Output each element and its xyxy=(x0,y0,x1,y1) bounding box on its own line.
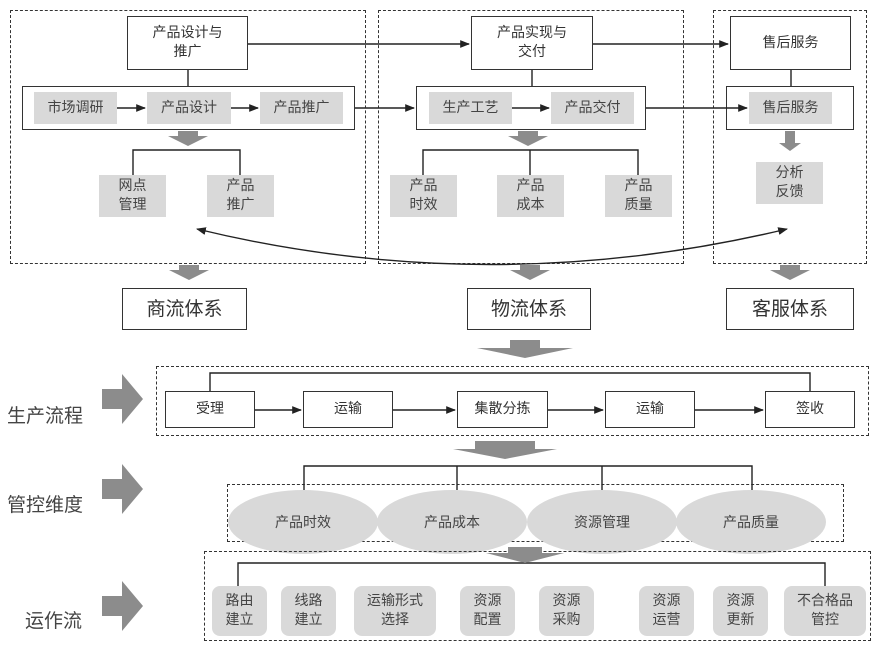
side-arrow-operation xyxy=(102,581,143,631)
row-label-production: 生产流程 xyxy=(7,405,84,427)
op-resource-procurement[interactable]: 资源 采购 xyxy=(539,586,594,636)
block-arrow-to-service-system xyxy=(770,265,810,280)
op-resource-operation[interactable]: 资源 运营 xyxy=(639,586,694,636)
block-arrow-to-logistics-system xyxy=(510,265,550,280)
output-product-promotion[interactable]: 产品 推广 xyxy=(207,175,274,217)
production-group xyxy=(156,366,869,436)
side-arrow-control xyxy=(102,464,143,514)
output-outlet-management[interactable]: 网点 管理 xyxy=(99,175,166,217)
side-arrow-production xyxy=(102,374,143,424)
production-step-sorting[interactable]: 集散分拣 xyxy=(457,391,548,428)
production-step-sign[interactable]: 签收 xyxy=(765,391,855,428)
step-production-process[interactable]: 生产工艺 xyxy=(429,92,512,124)
op-transport-mode[interactable]: 运输形式 选择 xyxy=(354,586,436,636)
dimension-quality[interactable]: 产品质量 xyxy=(676,490,826,554)
dimension-timeliness[interactable]: 产品时效 xyxy=(228,490,378,554)
output-product-timeliness[interactable]: 产品 时效 xyxy=(390,175,457,217)
production-step-transport-1[interactable]: 运输 xyxy=(303,391,393,428)
system-logistics[interactable]: 物流体系 xyxy=(467,288,591,330)
step-product-promotion[interactable]: 产品推广 xyxy=(260,92,343,124)
row-label-control: 管控维度 xyxy=(7,494,84,516)
block-arrow-to-production xyxy=(477,340,573,358)
step-product-delivery[interactable]: 产品交付 xyxy=(551,92,634,124)
output-analysis-feedback[interactable]: 分析 反馈 xyxy=(756,162,823,204)
commerce-group xyxy=(10,10,366,264)
step-market-research[interactable]: 市场调研 xyxy=(34,92,117,124)
block-arrow-to-commerce-system xyxy=(169,265,209,280)
step-after-sales[interactable]: 售后服务 xyxy=(749,92,832,124)
op-nonconforming-control[interactable]: 不合格品 管控 xyxy=(784,586,866,636)
op-line-setup[interactable]: 线路 建立 xyxy=(281,586,336,636)
production-step-accept[interactable]: 受理 xyxy=(165,391,255,428)
output-product-cost[interactable]: 产品 成本 xyxy=(497,175,564,217)
service-title-box[interactable]: 售后服务 xyxy=(730,16,851,70)
step-product-design[interactable]: 产品设计 xyxy=(147,92,231,124)
dimension-resource-management[interactable]: 资源管理 xyxy=(527,490,677,554)
production-step-transport-2[interactable]: 运输 xyxy=(605,391,695,428)
dimension-cost[interactable]: 产品成本 xyxy=(377,490,527,554)
service-group xyxy=(713,10,867,264)
op-resource-update[interactable]: 资源 更新 xyxy=(713,586,768,636)
commerce-title-box[interactable]: 产品设计与 推广 xyxy=(127,16,248,70)
system-service[interactable]: 客服体系 xyxy=(726,288,854,330)
output-product-quality[interactable]: 产品 质量 xyxy=(605,175,672,217)
system-commerce[interactable]: 商流体系 xyxy=(122,288,247,330)
op-resource-allocation[interactable]: 资源 配置 xyxy=(460,586,515,636)
logistics-title-box[interactable]: 产品实现与 交付 xyxy=(471,16,593,70)
row-label-operation: 运作流 xyxy=(25,610,83,632)
op-route-setup[interactable]: 路由 建立 xyxy=(212,586,267,636)
block-arrow-to-control xyxy=(453,441,557,459)
